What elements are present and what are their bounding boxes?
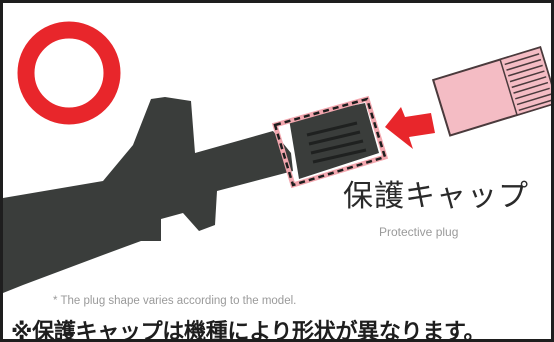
red-circle-icon <box>17 21 121 125</box>
protective-plug <box>431 46 551 137</box>
connector-illustration <box>3 21 551 293</box>
shape-varies-note-en: * The plug shape varies according to the… <box>53 295 297 307</box>
connector-body <box>3 97 293 293</box>
connector-tip <box>289 103 379 179</box>
shape-varies-note-jp: ※保護キャップは機種により形状が異なります。 <box>11 320 486 342</box>
protective-plug-label-jp: 保護キャップ <box>343 179 529 214</box>
red-arrow-left-icon <box>385 107 435 149</box>
protective-plug-label-en: Protective plug <box>379 225 459 239</box>
